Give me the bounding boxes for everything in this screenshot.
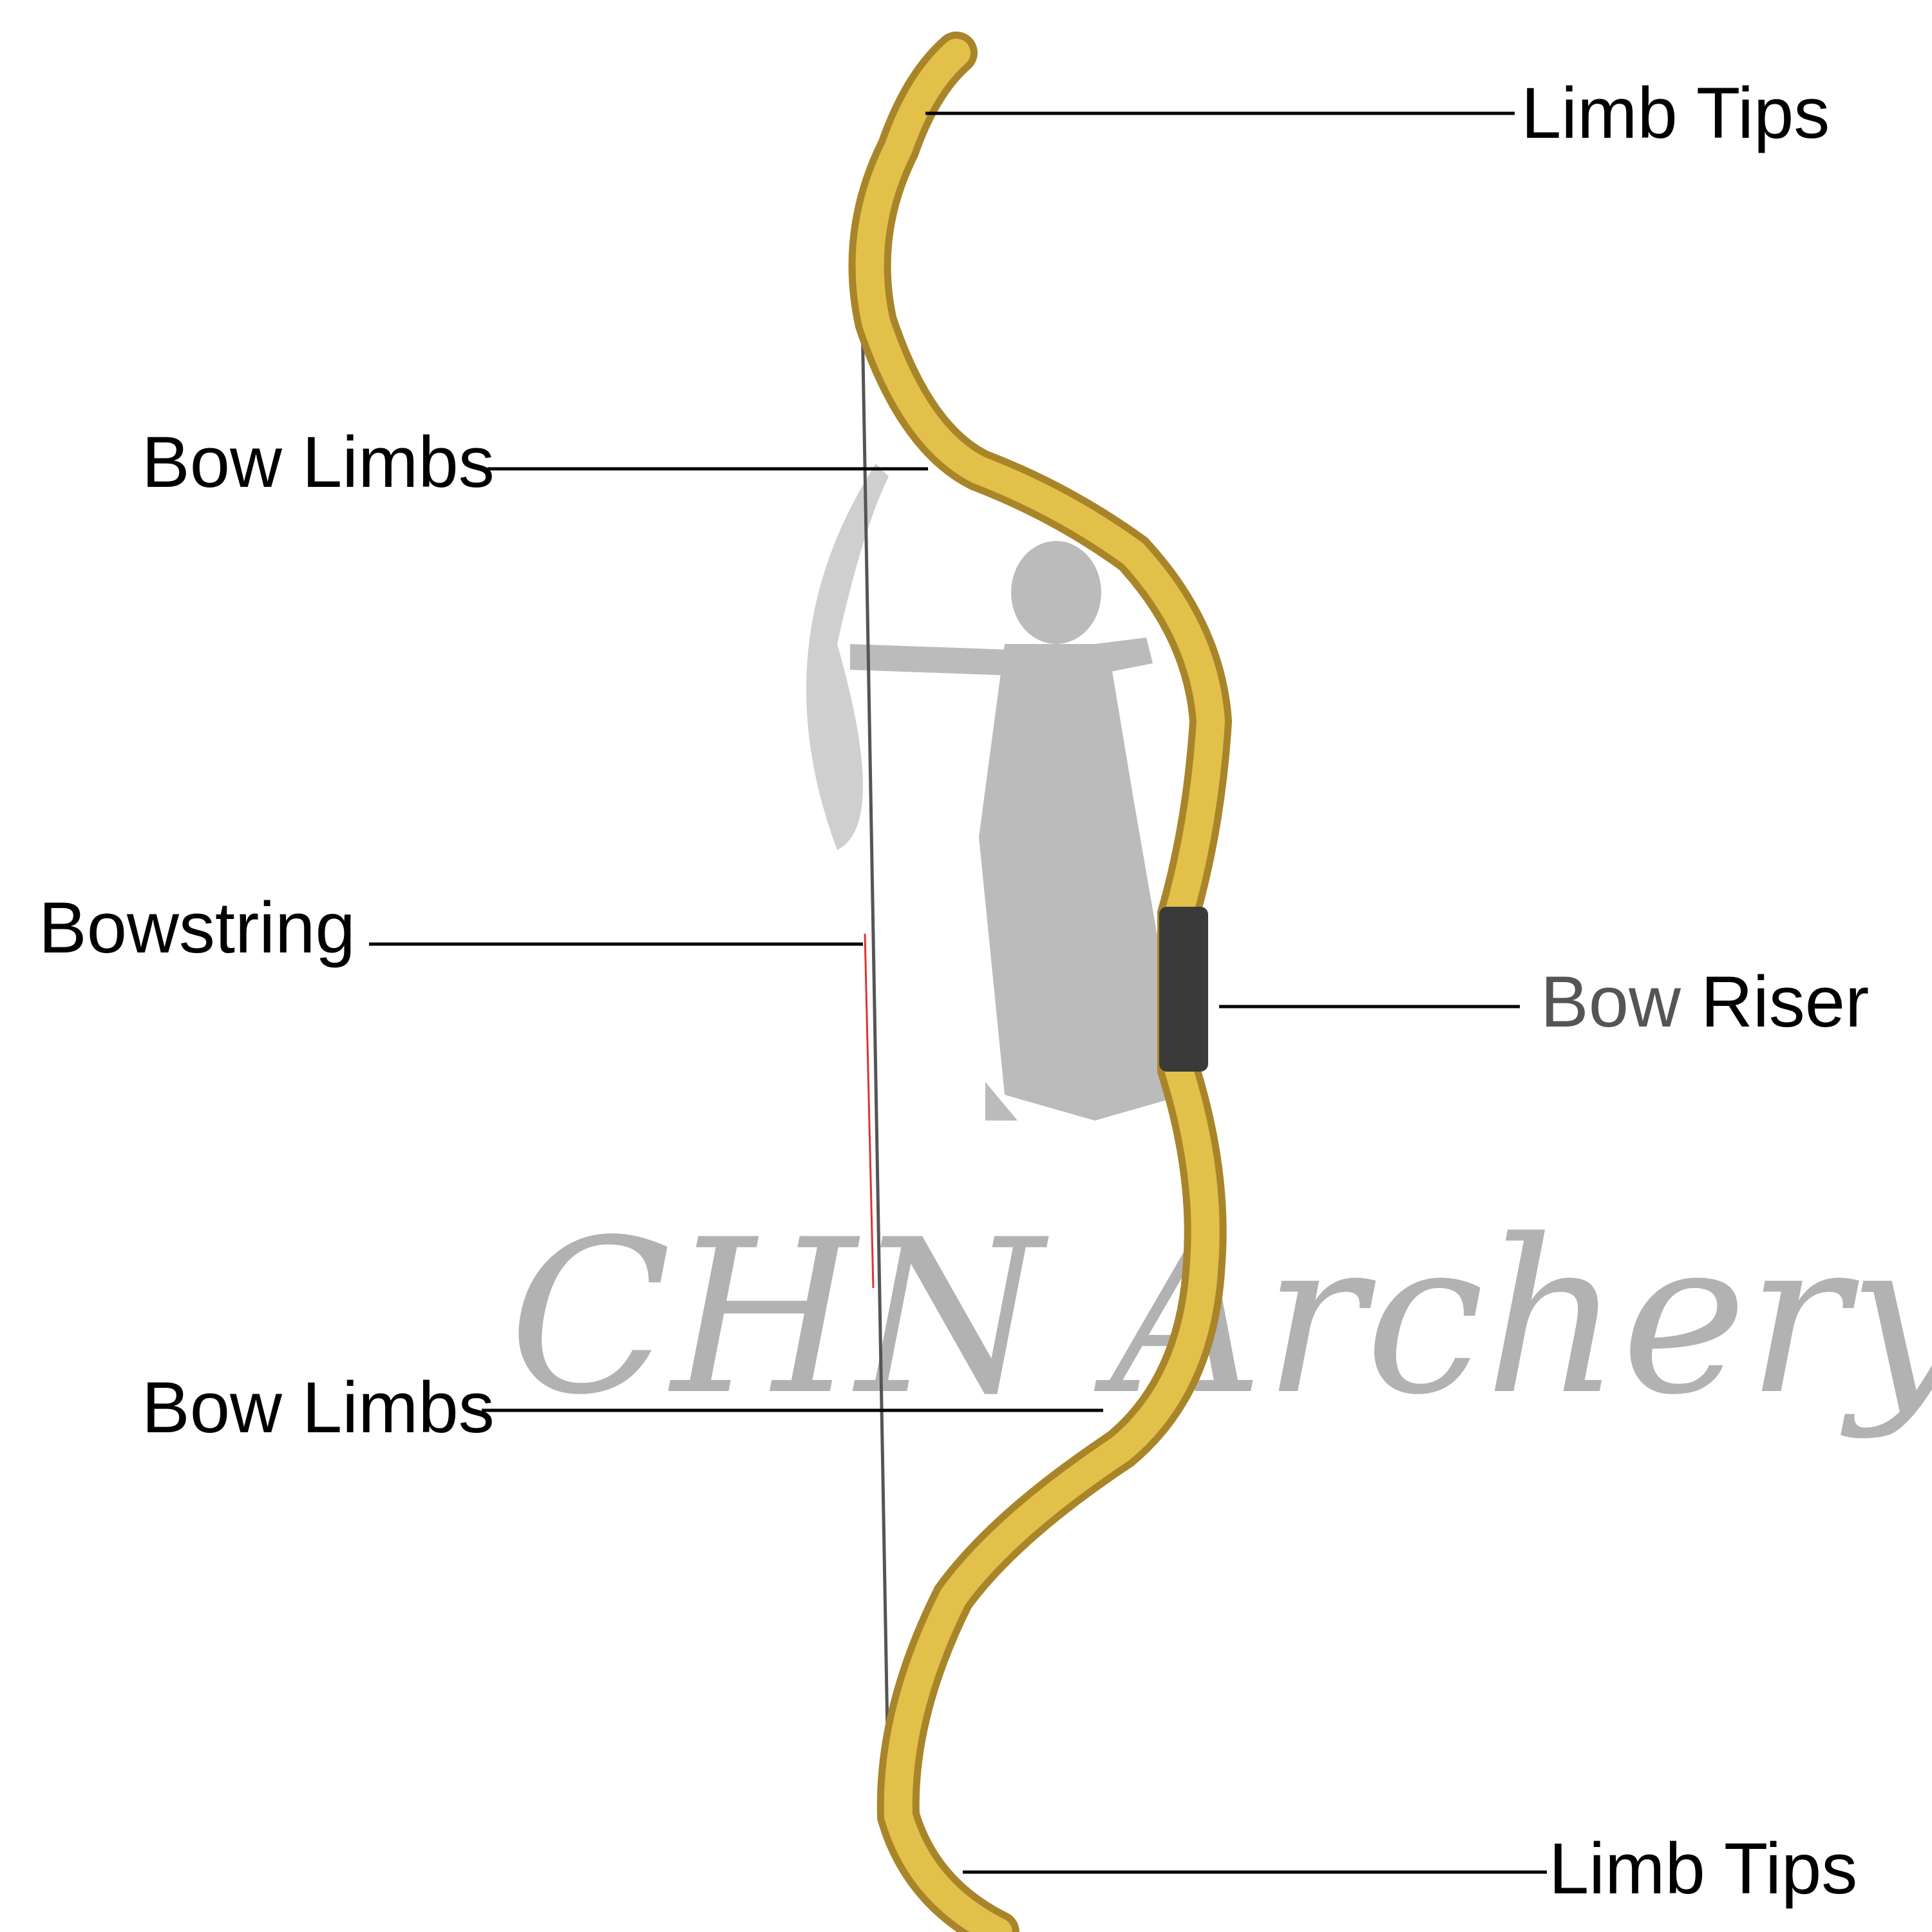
bowstring-line [858,212,889,1733]
label-bow-riser: Bow Riser [1540,966,1869,1038]
bowstring-serving [864,933,875,1289]
label-bow-riser-riser: Riser [1701,961,1870,1042]
leader-lines [369,111,1547,1874]
bow-limb-face [855,39,1226,1932]
label-limb-tips-top: Limb Tips [1521,73,1830,153]
label-limb-tips-bottom: Limb Tips [1549,1828,1858,1909]
label-bow-limbs-top: Bow Limbs [142,422,495,502]
label-bow-riser-bow: Bow [1540,961,1681,1042]
label-bowstring: Bowstring [39,887,355,968]
archer-silhouette-watermark [806,464,1185,1121]
label-bow-limbs-bottom: Bow Limbs [142,1367,495,1448]
bow-grip [1159,907,1208,1072]
